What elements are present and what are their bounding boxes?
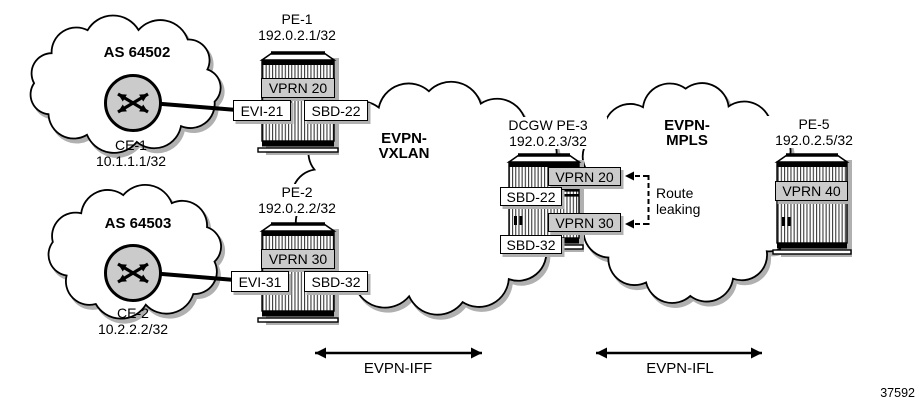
chassis-pe3-top-band (509, 162, 579, 167)
chassis-pe1-base (257, 147, 339, 153)
route-leaking-line1: Route (656, 185, 694, 201)
ce2-pe2-link (149, 271, 236, 282)
evpn-iff-label: EVPN-IFF (363, 360, 433, 377)
pe1-evi-box: EVI-21 (233, 100, 291, 121)
pe2-evi-box: EVI-31 (231, 271, 289, 292)
chassis-pe3-mark-2 (519, 216, 523, 225)
chassis-pe1-top-band (262, 60, 334, 65)
ce1-name: CE-1 (115, 137, 147, 153)
pe3-label: DCGW PE-3 192.0.2.3/32 (489, 117, 607, 149)
chassis-pe5-bottom-band (777, 243, 847, 249)
figure-number: 37592 (880, 386, 915, 400)
pe1-ip: 192.0.2.1/32 (258, 27, 336, 43)
ce1-ip: 10.1.1.1/32 (95, 153, 167, 169)
route-leaking-line2: leaking (656, 200, 701, 217)
evpn-ifl-label: EVPN-IFL (646, 360, 714, 377)
pe2-label: PE-2 192.0.2.2/32 (245, 184, 349, 216)
as64502-cloud-label: AS 64502 (103, 44, 171, 61)
pe5-vprn-box: VPRN 40 (775, 181, 848, 201)
evpn-mpls-label-line1: EVPN- (664, 117, 710, 134)
ce1-router-icon (106, 76, 161, 131)
pe3-sbd22-box: SBD-22 (500, 187, 562, 206)
pe5-label: PE-5 192.0.2.5/32 (758, 116, 870, 148)
evpn-vxlan-label-line1: EVPN- (381, 130, 427, 147)
chassis-pe2-base (257, 317, 339, 323)
pe2-sbd-box: SBD-32 (304, 271, 368, 292)
chassis-pe5-body (776, 161, 848, 244)
pe2-vprn-box: VPRN 30 (261, 249, 335, 269)
pe5-chassis-icon (772, 153, 852, 257)
pe1-sbd-box: SBD-22 (304, 100, 368, 121)
pe3-sbd32-box: SBD-32 (500, 235, 562, 254)
ce2-label: CE-2 10.2.2.2/32 (78, 305, 188, 337)
evpn-vxlan-cloud-label: EVPN- VXLAN (344, 131, 464, 161)
ce2-name: CE-2 (117, 305, 149, 321)
chassis-pe1-bottom-band (262, 141, 334, 147)
pe1-vprn-box: VPRN 20 (261, 78, 335, 98)
pe3-name: DCGW PE-3 (508, 117, 588, 133)
ce1-pe1-link (149, 101, 238, 112)
evpn-mpls-cloud-label: EVPN- MPLS (627, 118, 747, 148)
pe2-name: PE-2 (281, 184, 313, 200)
chassis-pe5-top-band (777, 162, 847, 167)
pe3-vprn20-box: VPRN 20 (548, 167, 621, 186)
chassis-pe5-mark-2 (787, 217, 791, 226)
pe5-ip: 192.0.2.5/32 (775, 132, 853, 148)
pe3-vprn30-box: VPRN 30 (548, 213, 621, 232)
route-leaking-arrows (625, 171, 650, 229)
ce1-label: CE-1 10.1.1.1/32 (76, 137, 186, 169)
chassis-pe5-base (772, 249, 852, 255)
chassis-pe5-mark-1 (782, 217, 785, 226)
evpn-mpls-label-line2: MPLS (666, 132, 708, 149)
links-layer (149, 101, 238, 282)
ce2-router-icon (106, 246, 161, 301)
pe5-name: PE-5 (798, 116, 830, 132)
pe2-ip: 192.0.2.2/32 (258, 200, 336, 216)
as64503-cloud-label: AS 64503 (104, 215, 172, 232)
pe1-name: PE-1 (281, 11, 313, 27)
chassis-pe2-bottom-band (262, 311, 334, 317)
evpn-vxlan-label-line2: VXLAN (378, 145, 430, 162)
chassis-pe2-top-band (262, 231, 334, 236)
ce2-ip: 10.2.2.2/32 (97, 321, 169, 337)
route-leaking-label: Route leaking (656, 185, 701, 217)
pe3-ip: 192.0.2.3/32 (509, 133, 587, 149)
pe1-label: PE-1 192.0.2.1/32 (245, 11, 349, 43)
cloud-evpn-mpls (574, 82, 806, 308)
chassis-pe3-mark-1 (514, 216, 517, 225)
